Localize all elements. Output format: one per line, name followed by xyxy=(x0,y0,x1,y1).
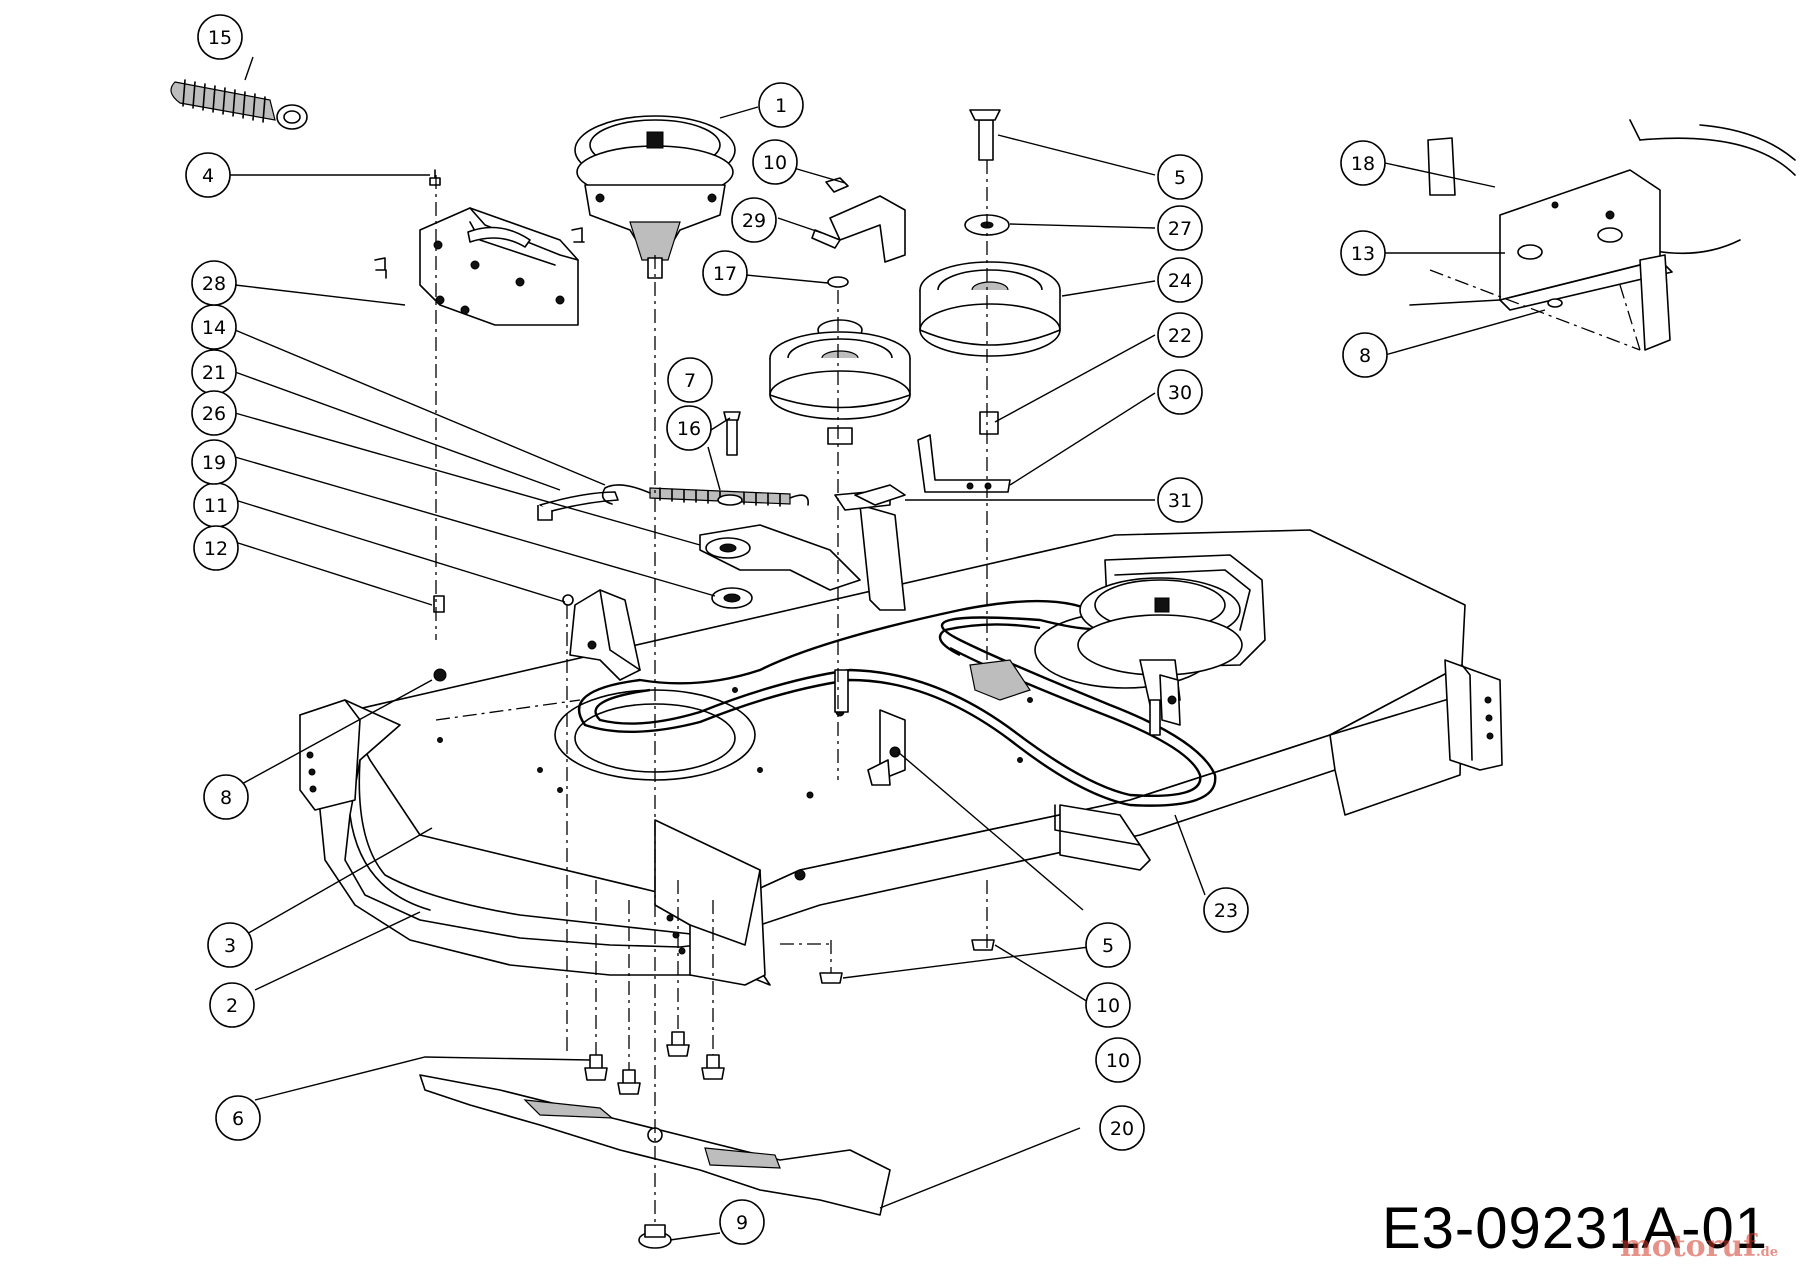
callout-15[interactable]: 15 xyxy=(197,14,243,60)
callout-9[interactable]: 9 xyxy=(719,1199,765,1245)
callout-number: 16 xyxy=(677,418,701,440)
callout-number: 21 xyxy=(202,362,226,384)
watermark-tld: .de xyxy=(1756,1245,1778,1260)
spring-15 xyxy=(170,79,308,130)
blade-bolts xyxy=(584,939,995,1095)
callout-number: 22 xyxy=(1168,325,1192,347)
callout-8-left[interactable]: 8 xyxy=(203,774,249,820)
drawing-code: E3-09231A-01 xyxy=(1381,1196,1768,1261)
callout-number: 29 xyxy=(742,210,766,232)
spring-16 xyxy=(601,411,809,507)
callout-14[interactable]: 14 xyxy=(191,304,237,350)
assembly-center-lines xyxy=(435,160,1641,1225)
drive-belt xyxy=(577,599,1217,807)
callout-31[interactable]: 31 xyxy=(1157,477,1203,523)
callout-number: 6 xyxy=(232,1108,244,1130)
callout-27[interactable]: 27 xyxy=(1157,205,1203,251)
callout-number: 15 xyxy=(208,27,232,49)
callout-number: 28 xyxy=(202,273,226,295)
watermark-logo: motoruf.de xyxy=(1620,1229,1778,1264)
callout-22[interactable]: 22 xyxy=(1157,312,1203,358)
callout-29[interactable]: 29 xyxy=(731,197,777,243)
callout-13[interactable]: 13 xyxy=(1340,230,1386,276)
callout-11[interactable]: 11 xyxy=(193,482,239,528)
callout-number: 12 xyxy=(204,538,228,560)
callout-number: 13 xyxy=(1351,243,1375,265)
callout-6[interactable]: 6 xyxy=(215,1095,261,1141)
left-idler-bracket xyxy=(433,589,641,682)
callout-28[interactable]: 28 xyxy=(191,260,237,306)
callout-number: 18 xyxy=(1351,153,1375,175)
idler-pulley-center xyxy=(769,319,911,445)
callout-number: 7 xyxy=(684,370,696,392)
callout-5-lower[interactable]: 5 xyxy=(1085,922,1131,968)
callout-number: 3 xyxy=(224,935,236,957)
callout-10-top[interactable]: 10 xyxy=(752,139,798,185)
callout-number: 17 xyxy=(713,263,737,285)
callout-number: 27 xyxy=(1168,218,1192,240)
callout-21[interactable]: 21 xyxy=(191,349,237,395)
detail-inset xyxy=(1409,119,1796,351)
callout-number: 8 xyxy=(1359,345,1371,367)
callout-2[interactable]: 2 xyxy=(209,982,255,1028)
callout-number: 9 xyxy=(736,1212,748,1234)
callout-19[interactable]: 19 xyxy=(191,439,237,485)
callout-12[interactable]: 12 xyxy=(193,525,239,571)
callout-number: 10 xyxy=(763,152,787,174)
callout-number: 19 xyxy=(202,452,226,474)
callout-number: 11 xyxy=(204,495,228,517)
callout-number: 24 xyxy=(1168,270,1192,292)
callout-number: 10 xyxy=(1106,1050,1130,1072)
tension-arm xyxy=(537,489,906,611)
right-spindle-assembly xyxy=(969,554,1266,736)
callout-number: 5 xyxy=(1102,935,1114,957)
callout-number: 4 xyxy=(202,165,214,187)
callout-7[interactable]: 7 xyxy=(667,357,713,403)
callout-number: 26 xyxy=(202,403,226,425)
callout-number: 2 xyxy=(226,995,238,1017)
callout-30[interactable]: 30 xyxy=(1157,369,1203,415)
callout-18[interactable]: 18 xyxy=(1340,140,1386,186)
leader-lines xyxy=(228,56,1546,1241)
idler-pulley-24 xyxy=(919,109,1061,435)
callout-1[interactable]: 1 xyxy=(758,82,804,128)
callout-17[interactable]: 17 xyxy=(702,250,748,296)
blade-spindle xyxy=(574,115,736,279)
callout-23[interactable]: 23 xyxy=(1203,887,1249,933)
callout-24[interactable]: 24 xyxy=(1157,257,1203,303)
callout-number: 14 xyxy=(202,317,226,339)
callout-number: 20 xyxy=(1110,1118,1134,1140)
callout-number: 30 xyxy=(1168,382,1192,404)
callout-20[interactable]: 20 xyxy=(1099,1105,1145,1151)
callout-4[interactable]: 4 xyxy=(185,152,231,198)
callout-10-bottom[interactable]: 10 xyxy=(1095,1037,1141,1083)
callout-number: 10 xyxy=(1096,995,1120,1017)
callout-number: 31 xyxy=(1168,490,1192,512)
callout-number: 8 xyxy=(220,787,232,809)
callout-16[interactable]: 16 xyxy=(666,405,712,451)
callout-3[interactable]: 3 xyxy=(207,922,253,968)
callout-8-inset[interactable]: 8 xyxy=(1342,332,1388,378)
belt-guide-bracket xyxy=(834,669,1151,871)
callout-number: 1 xyxy=(775,95,787,117)
callout-number: 23 xyxy=(1214,900,1238,922)
mower-blade xyxy=(419,1074,891,1249)
callout-10-deck[interactable]: 10 xyxy=(1085,982,1131,1028)
idler-bracket-29 xyxy=(811,177,906,288)
mounting-bracket-28 xyxy=(374,169,585,326)
brackets-30-31 xyxy=(854,434,1011,506)
callout-26[interactable]: 26 xyxy=(191,390,237,436)
callout-5-upper[interactable]: 5 xyxy=(1157,154,1203,200)
callout-number: 5 xyxy=(1174,167,1186,189)
watermark-name: motoruf xyxy=(1619,1229,1757,1264)
